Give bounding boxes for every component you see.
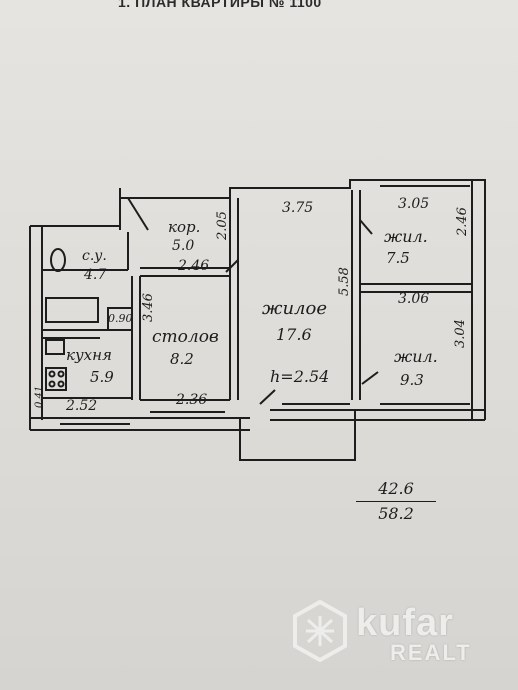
wall-corridor-living xyxy=(229,198,239,268)
wall-dining-top xyxy=(140,267,230,277)
stove-burner-2 xyxy=(57,370,65,378)
area-summary: 42.6 58.2 xyxy=(356,478,436,525)
window-bedroom1 xyxy=(380,179,470,187)
room-dining-area: 8.2 xyxy=(170,350,194,368)
balcony xyxy=(239,410,356,461)
room-bath-area: 4.7 xyxy=(83,267,106,283)
room-kitchen-name: кухня xyxy=(66,346,112,364)
ceiling-height: h=2.54 xyxy=(270,367,329,386)
window-bedroom2 xyxy=(380,403,470,411)
room-dining-name: столов xyxy=(152,327,219,347)
dim-2-46-mid: 2.46 xyxy=(177,258,209,274)
outer-wall-top xyxy=(119,179,486,199)
dimension-labels: 3.75 3.05 2.46 2.05 2.46 5.58 3.06 3.04 … xyxy=(34,196,470,414)
bathtub-fixture xyxy=(45,297,99,323)
toilet-fixture xyxy=(50,248,66,272)
wall-bedroom2-left xyxy=(351,296,361,400)
dim-2-36: 2.36 xyxy=(175,392,207,408)
outer-wall-right xyxy=(471,180,486,420)
dim-0-41: 0.41 xyxy=(34,386,45,408)
dim-2-05: 2.05 xyxy=(215,211,230,241)
window-living xyxy=(282,403,350,411)
stove-burner-3 xyxy=(48,380,56,388)
watermark-brand: kufar xyxy=(356,602,454,644)
door-balcony xyxy=(259,389,276,405)
wall-bedrooms-horizontal xyxy=(360,283,472,293)
plan-title: 1. ПЛАН КВАРТИРЫ № 1100 xyxy=(118,0,322,10)
dim-2-46-right: 2.46 xyxy=(455,207,470,237)
room-living-area: 17.6 xyxy=(276,325,312,344)
dim-5-58: 5.58 xyxy=(337,267,352,296)
wall-bedroom-divider xyxy=(351,190,361,296)
room-corridor-name: кор. xyxy=(168,218,200,236)
dim-3-46: 3.46 xyxy=(141,293,156,322)
room-bedroom1-area: 7.5 xyxy=(386,249,410,267)
window-kitchen xyxy=(60,423,130,431)
room-corridor-area: 5.0 xyxy=(172,238,194,254)
dim-2-52: 2.52 xyxy=(65,398,97,414)
outer-wall-upper-left xyxy=(30,188,121,230)
dim-3-06: 3.06 xyxy=(398,291,429,307)
door-bedroom2 xyxy=(361,371,379,385)
wall-kitchen-top xyxy=(42,329,108,339)
outer-wall-bottom xyxy=(30,409,485,431)
stove-fixture xyxy=(45,367,67,391)
wall-living-left xyxy=(229,268,239,400)
room-bath-name: с.у. xyxy=(82,248,107,264)
dim-0-90: 0.90 xyxy=(108,312,133,325)
walls xyxy=(29,179,486,461)
door-corridor xyxy=(127,197,149,231)
room-bedroom1-name: жил. xyxy=(384,227,428,246)
room-kitchen-area: 5.9 xyxy=(90,368,114,386)
window-dining xyxy=(150,411,225,419)
living-area-value: 42.6 xyxy=(356,478,436,502)
dim-3-04: 3.04 xyxy=(453,319,468,348)
total-area-value: 58.2 xyxy=(378,504,414,523)
stove-burner-4 xyxy=(57,380,65,388)
stove-burner-1 xyxy=(48,370,56,378)
wall-kitchen-bottom-left xyxy=(42,397,230,401)
room-living-name: жилое xyxy=(262,298,327,319)
ventilation-shaft xyxy=(107,307,133,331)
sink-fixture xyxy=(45,339,65,355)
room-bedroom2-name: жил. xyxy=(394,347,438,366)
kufar-watermark: kufar REALT xyxy=(292,600,502,670)
outer-wall-left xyxy=(29,226,43,430)
dim-3-05: 3.05 xyxy=(398,196,429,212)
watermark-sub: REALT xyxy=(390,640,472,665)
door-living xyxy=(225,259,239,273)
room-labels: кор. 5.0 с.у. 4.7 жилое 17.6 жил. 7.5 жи… xyxy=(66,218,438,389)
door-bedroom1 xyxy=(359,219,373,235)
room-bedroom2-area: 9.3 xyxy=(400,371,424,389)
dim-3-75: 3.75 xyxy=(282,200,313,216)
wall-dining-left xyxy=(131,276,141,400)
kufar-logo-icon xyxy=(293,600,347,662)
